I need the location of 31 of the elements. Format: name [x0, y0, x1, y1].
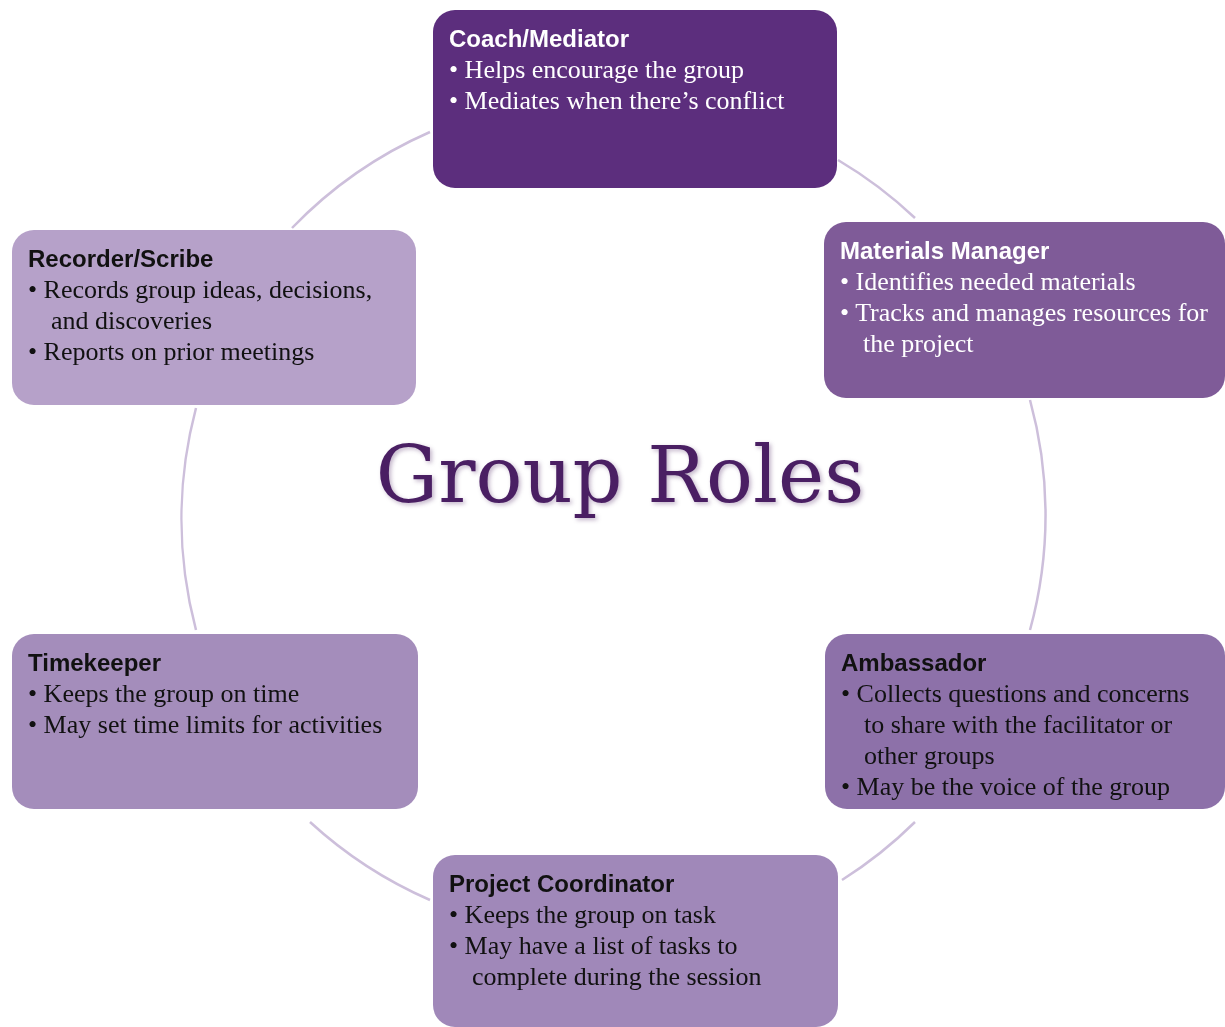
connector-arc: [309, 821, 431, 902]
bullet-item: • Tracks and manages resources for the project: [840, 297, 1209, 359]
connector-arc: [291, 130, 431, 229]
connector-arc: [180, 407, 198, 631]
role-card: [824, 222, 1225, 398]
connector-arc: [1028, 399, 1047, 631]
bullet-item: • Mediates when there’s conflict: [449, 85, 786, 116]
bullet-item: • Keeps the group on time: [28, 678, 301, 709]
role-heading: Timekeeper: [28, 648, 162, 678]
role-card: [12, 634, 418, 809]
bullet-item: • Collects questions and concerns to share with the facilitator or other groups: [841, 678, 1191, 771]
role-heading: Ambassador: [841, 648, 988, 678]
connector-arc: [841, 821, 916, 882]
bullet-item: • Helps encourage the group: [449, 54, 745, 85]
bullet-item: • Identifies needed materials: [840, 266, 1137, 297]
diagram-title: Group Roles: [374, 430, 866, 520]
role-heading: Coach/Mediator: [449, 24, 631, 54]
connector-arc: [837, 158, 916, 219]
role-heading: Project Coordinator: [449, 869, 676, 899]
bullet-item: • May have a list of tasks to complete during the session: [449, 930, 763, 992]
role-card: [433, 855, 838, 1027]
bullet-item: • Keeps the group on task: [449, 899, 717, 930]
role-card: [433, 10, 837, 188]
role-heading: Recorder/Scribe: [28, 244, 215, 274]
role-card: [12, 230, 416, 405]
role-heading: Materials Manager: [840, 236, 1051, 266]
role-card: [825, 634, 1225, 809]
bullet-item: • May be the voice of the group: [841, 771, 1171, 802]
bullet-item: • Reports on prior meetings: [28, 336, 316, 367]
bullet-item: • May set time limits for activities: [28, 709, 384, 740]
bullet-item: • Records group ideas, decisions, and discoveries: [28, 274, 374, 336]
